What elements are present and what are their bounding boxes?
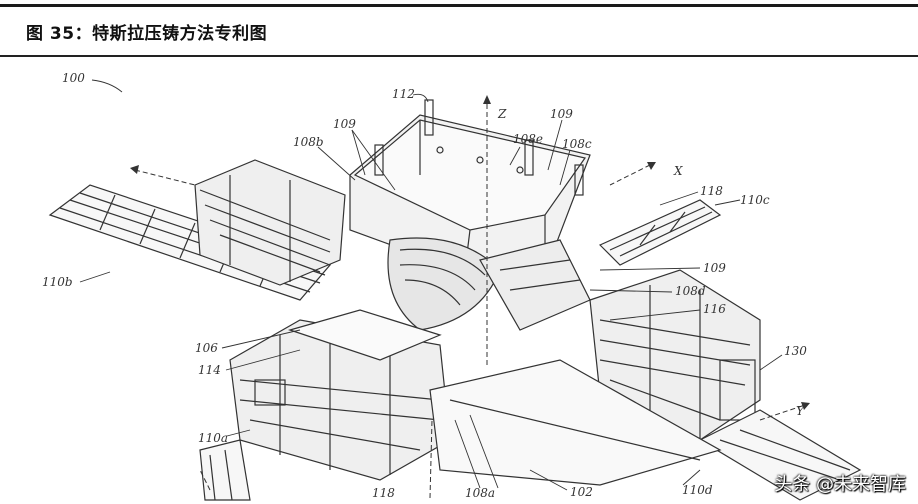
- leader-lines: [79, 79, 783, 491]
- base-plate: [429, 359, 722, 486]
- label-axis-y: Y: [796, 404, 805, 418]
- right-block: [589, 269, 761, 441]
- figure-caption: 图 35：特斯拉压铸方法专利图: [26, 24, 268, 44]
- label-110b: 110b: [42, 275, 73, 289]
- label-118-right: 118: [700, 184, 723, 198]
- label-110c: 110c: [740, 193, 770, 207]
- label-118-bottom: 118: [372, 486, 395, 500]
- label-100: 100: [62, 71, 85, 85]
- label-108c: 108c: [562, 137, 592, 151]
- label-axis-x: X: [673, 164, 683, 178]
- patent-drawing: 100 112 Z 109 109 108b 108e 108c X 118 1…: [42, 71, 862, 501]
- label-114: 114: [198, 363, 221, 377]
- label-112: 112: [392, 87, 415, 101]
- right-rail: [598, 199, 722, 266]
- label-102: 102: [570, 485, 593, 499]
- left-block: [194, 159, 346, 286]
- axis-arrows: [130, 95, 810, 410]
- label-108b: 108b: [293, 135, 324, 149]
- caption-rule: [0, 55, 918, 57]
- label-108d: 108d: [675, 284, 706, 298]
- label-130: 130: [784, 344, 807, 358]
- label-110a: 110a: [198, 431, 228, 445]
- label-108a: 108a: [465, 486, 495, 500]
- right-lower-rail: [698, 409, 862, 501]
- label-108e: 108e: [513, 132, 543, 146]
- watermark: 头条 @未来智库: [774, 474, 906, 495]
- label-109-top-left: 109: [333, 117, 356, 131]
- front-rail: [199, 439, 251, 501]
- label-110d: 110d: [682, 483, 713, 497]
- axes: [134, 100, 806, 499]
- label-109-top-right: 109: [550, 107, 573, 121]
- label-106: 106: [195, 341, 218, 355]
- label-109-right: 109: [703, 261, 726, 275]
- label-axis-z: Z: [497, 107, 507, 121]
- label-116: 116: [703, 302, 726, 316]
- front-block: [229, 309, 451, 481]
- top-rule: [0, 4, 918, 7]
- center-casting: [387, 237, 591, 331]
